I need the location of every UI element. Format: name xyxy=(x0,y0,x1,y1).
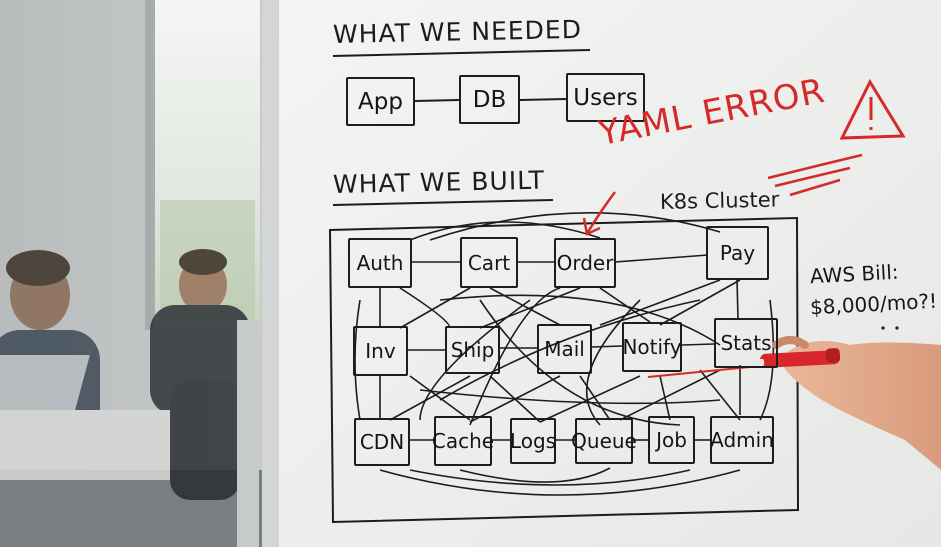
service-box-order: Order xyxy=(554,238,616,288)
built-heading: WHAT WE BUILT xyxy=(332,165,546,199)
service-box-queue: Queue xyxy=(571,418,637,464)
error-arrow-head xyxy=(582,217,601,236)
service-box-cdn: CDN xyxy=(354,418,410,466)
service-box-auth: Auth xyxy=(348,238,412,288)
sad-face-eye xyxy=(881,326,885,330)
aws-bill-line1: AWS Bill: xyxy=(809,259,900,289)
error-scribble xyxy=(767,153,863,197)
service-box-logs: Logs xyxy=(510,418,556,464)
service-box-admin: Admin xyxy=(710,416,774,464)
board-stand xyxy=(237,320,259,547)
needed-heading: WHAT WE NEEDED xyxy=(332,14,583,49)
warning-triangle-icon xyxy=(839,78,906,140)
sad-face-eye xyxy=(895,326,899,330)
service-box-job: Job xyxy=(648,416,695,464)
service-box-mail: Mail xyxy=(537,324,592,374)
service-arrows xyxy=(354,212,775,496)
hand-holding-marker xyxy=(750,336,941,470)
needed-box-users: Users xyxy=(566,73,645,122)
cluster-label: K8s Cluster xyxy=(659,187,780,214)
built-underline xyxy=(332,199,554,206)
needed-connector-1 xyxy=(414,99,460,102)
service-box-inv: Inv xyxy=(353,326,408,376)
service-box-ship: Ship xyxy=(445,326,500,374)
needed-connector-2 xyxy=(519,98,567,101)
service-box-notify: Notify xyxy=(622,322,682,372)
cluster-boundary xyxy=(328,216,800,524)
needed-underline xyxy=(332,49,591,57)
board-frame xyxy=(262,0,280,547)
window-frame xyxy=(145,0,155,330)
background-people xyxy=(0,249,250,500)
whiteboard-surface xyxy=(279,0,941,547)
service-box-stats: Stats xyxy=(714,318,778,368)
service-box-cart: Cart xyxy=(460,237,518,288)
needed-box-db: DB xyxy=(459,75,520,124)
service-box-pay: Pay xyxy=(706,226,769,280)
error-arrow xyxy=(586,191,617,233)
service-box-cache: Cache xyxy=(432,416,494,466)
needed-box-app: App xyxy=(346,77,415,126)
